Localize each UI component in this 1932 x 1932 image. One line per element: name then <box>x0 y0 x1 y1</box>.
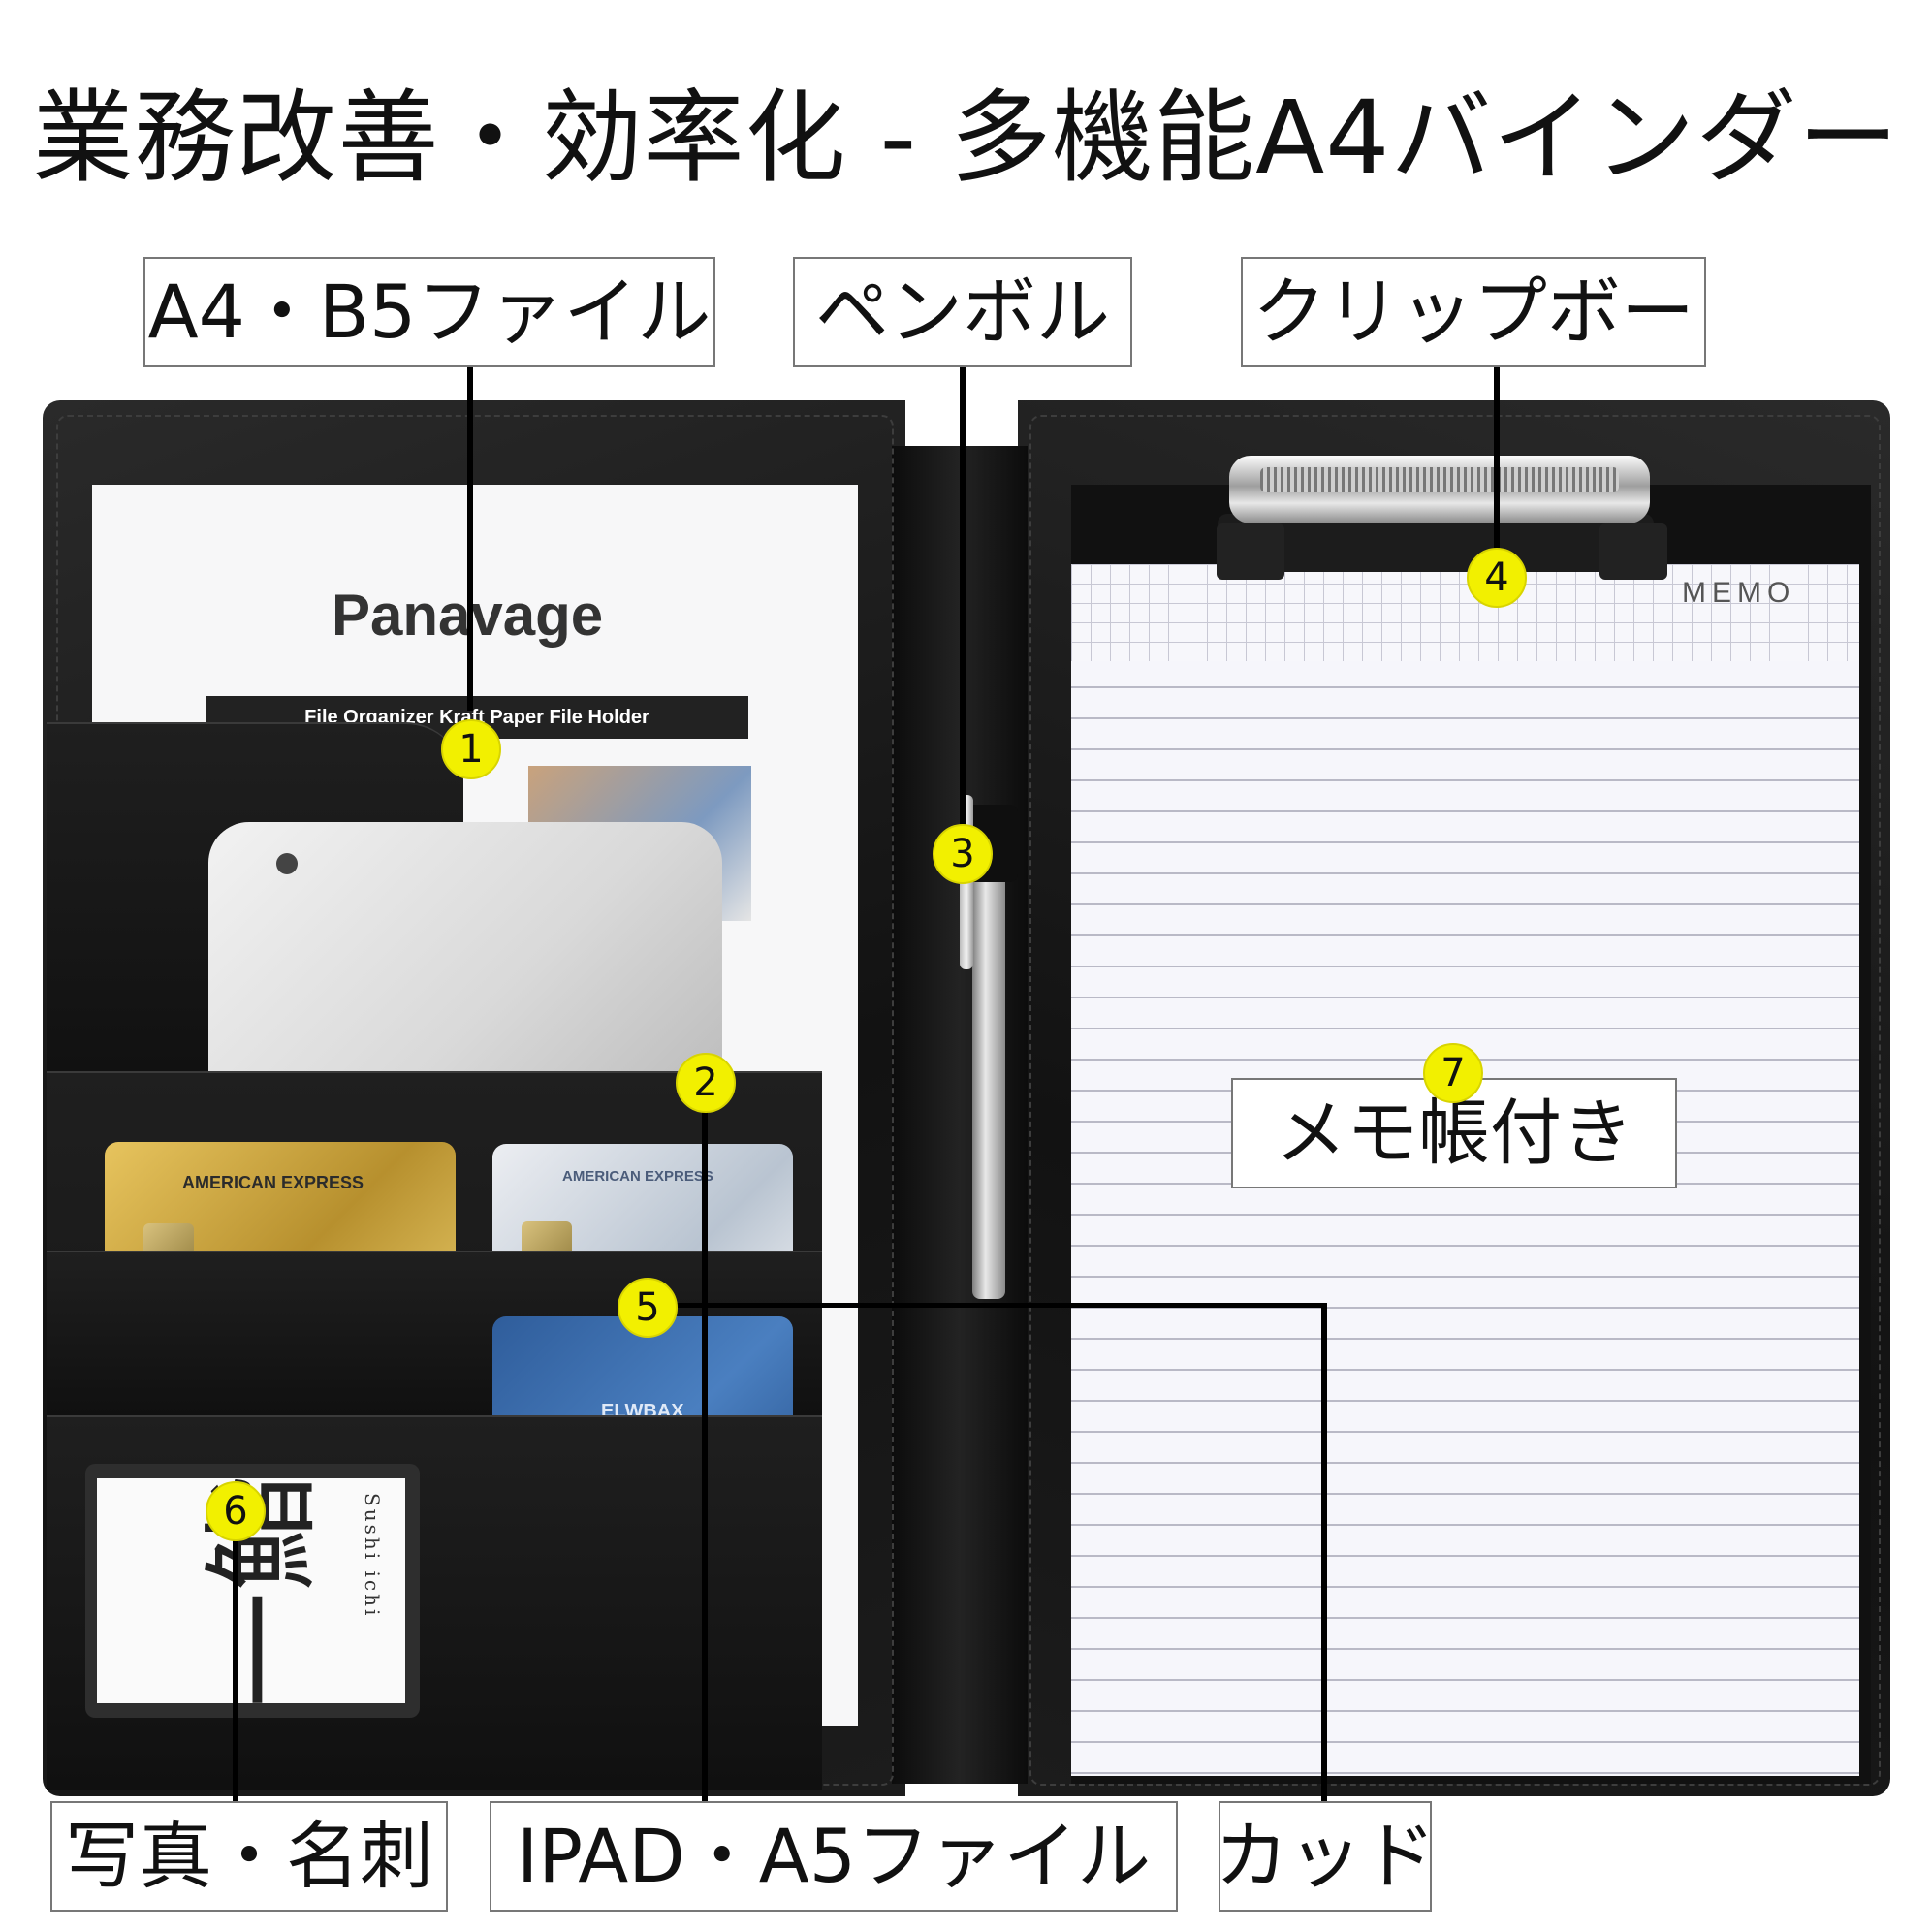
pen <box>972 805 1005 1299</box>
page-title: 業務改善・効率化 - 多機能A4バインダー <box>32 79 1900 197</box>
marker-3: 3 <box>933 824 993 884</box>
business-card-vertical-text: Sushi ichi <box>361 1493 384 1619</box>
card-silver-text: AMERICAN EXPRESS <box>562 1168 713 1185</box>
label-a4-b5-file: A4・B5ファイル <box>143 257 715 367</box>
memo-heading: MEMO <box>1682 577 1796 609</box>
clip-foot-left <box>1217 523 1284 580</box>
clip-foot-right <box>1599 523 1667 580</box>
marker-5: 5 <box>618 1278 678 1338</box>
marker-4: 4 <box>1467 548 1527 608</box>
marker-1: 1 <box>441 719 501 779</box>
callout-line-5-horizontal <box>667 1303 1326 1308</box>
marker-7: 7 <box>1423 1043 1483 1103</box>
label-photo-card: 写真・名刺 <box>50 1801 448 1912</box>
clip-grip <box>1260 467 1619 492</box>
right-stitching <box>1029 415 1881 1786</box>
memo-paper-grid <box>1071 564 1859 661</box>
label-ipad-a5-file: IPAD・A5ファイル <box>490 1801 1178 1912</box>
tablet-camera <box>276 853 298 874</box>
callout-line-4 <box>1494 366 1500 555</box>
callout-line-5-vertical <box>1321 1303 1327 1801</box>
callout-line-2 <box>702 1082 708 1801</box>
label-clip-board: クリップボー <box>1241 257 1706 367</box>
label-card: カッド <box>1215 1801 1436 1912</box>
card-gold-text: AMERICAN EXPRESS <box>182 1173 364 1192</box>
callout-line-3 <box>960 366 966 827</box>
marker-2: 2 <box>676 1053 736 1113</box>
callout-line-1 <box>467 366 473 711</box>
label-memo-pad: メモ帳付き <box>1231 1078 1677 1188</box>
marker-6: 6 <box>206 1481 266 1541</box>
label-pen-holder: ペンボル <box>793 257 1132 367</box>
clip-base <box>1218 514 1654 572</box>
callout-line-6 <box>233 1526 238 1801</box>
